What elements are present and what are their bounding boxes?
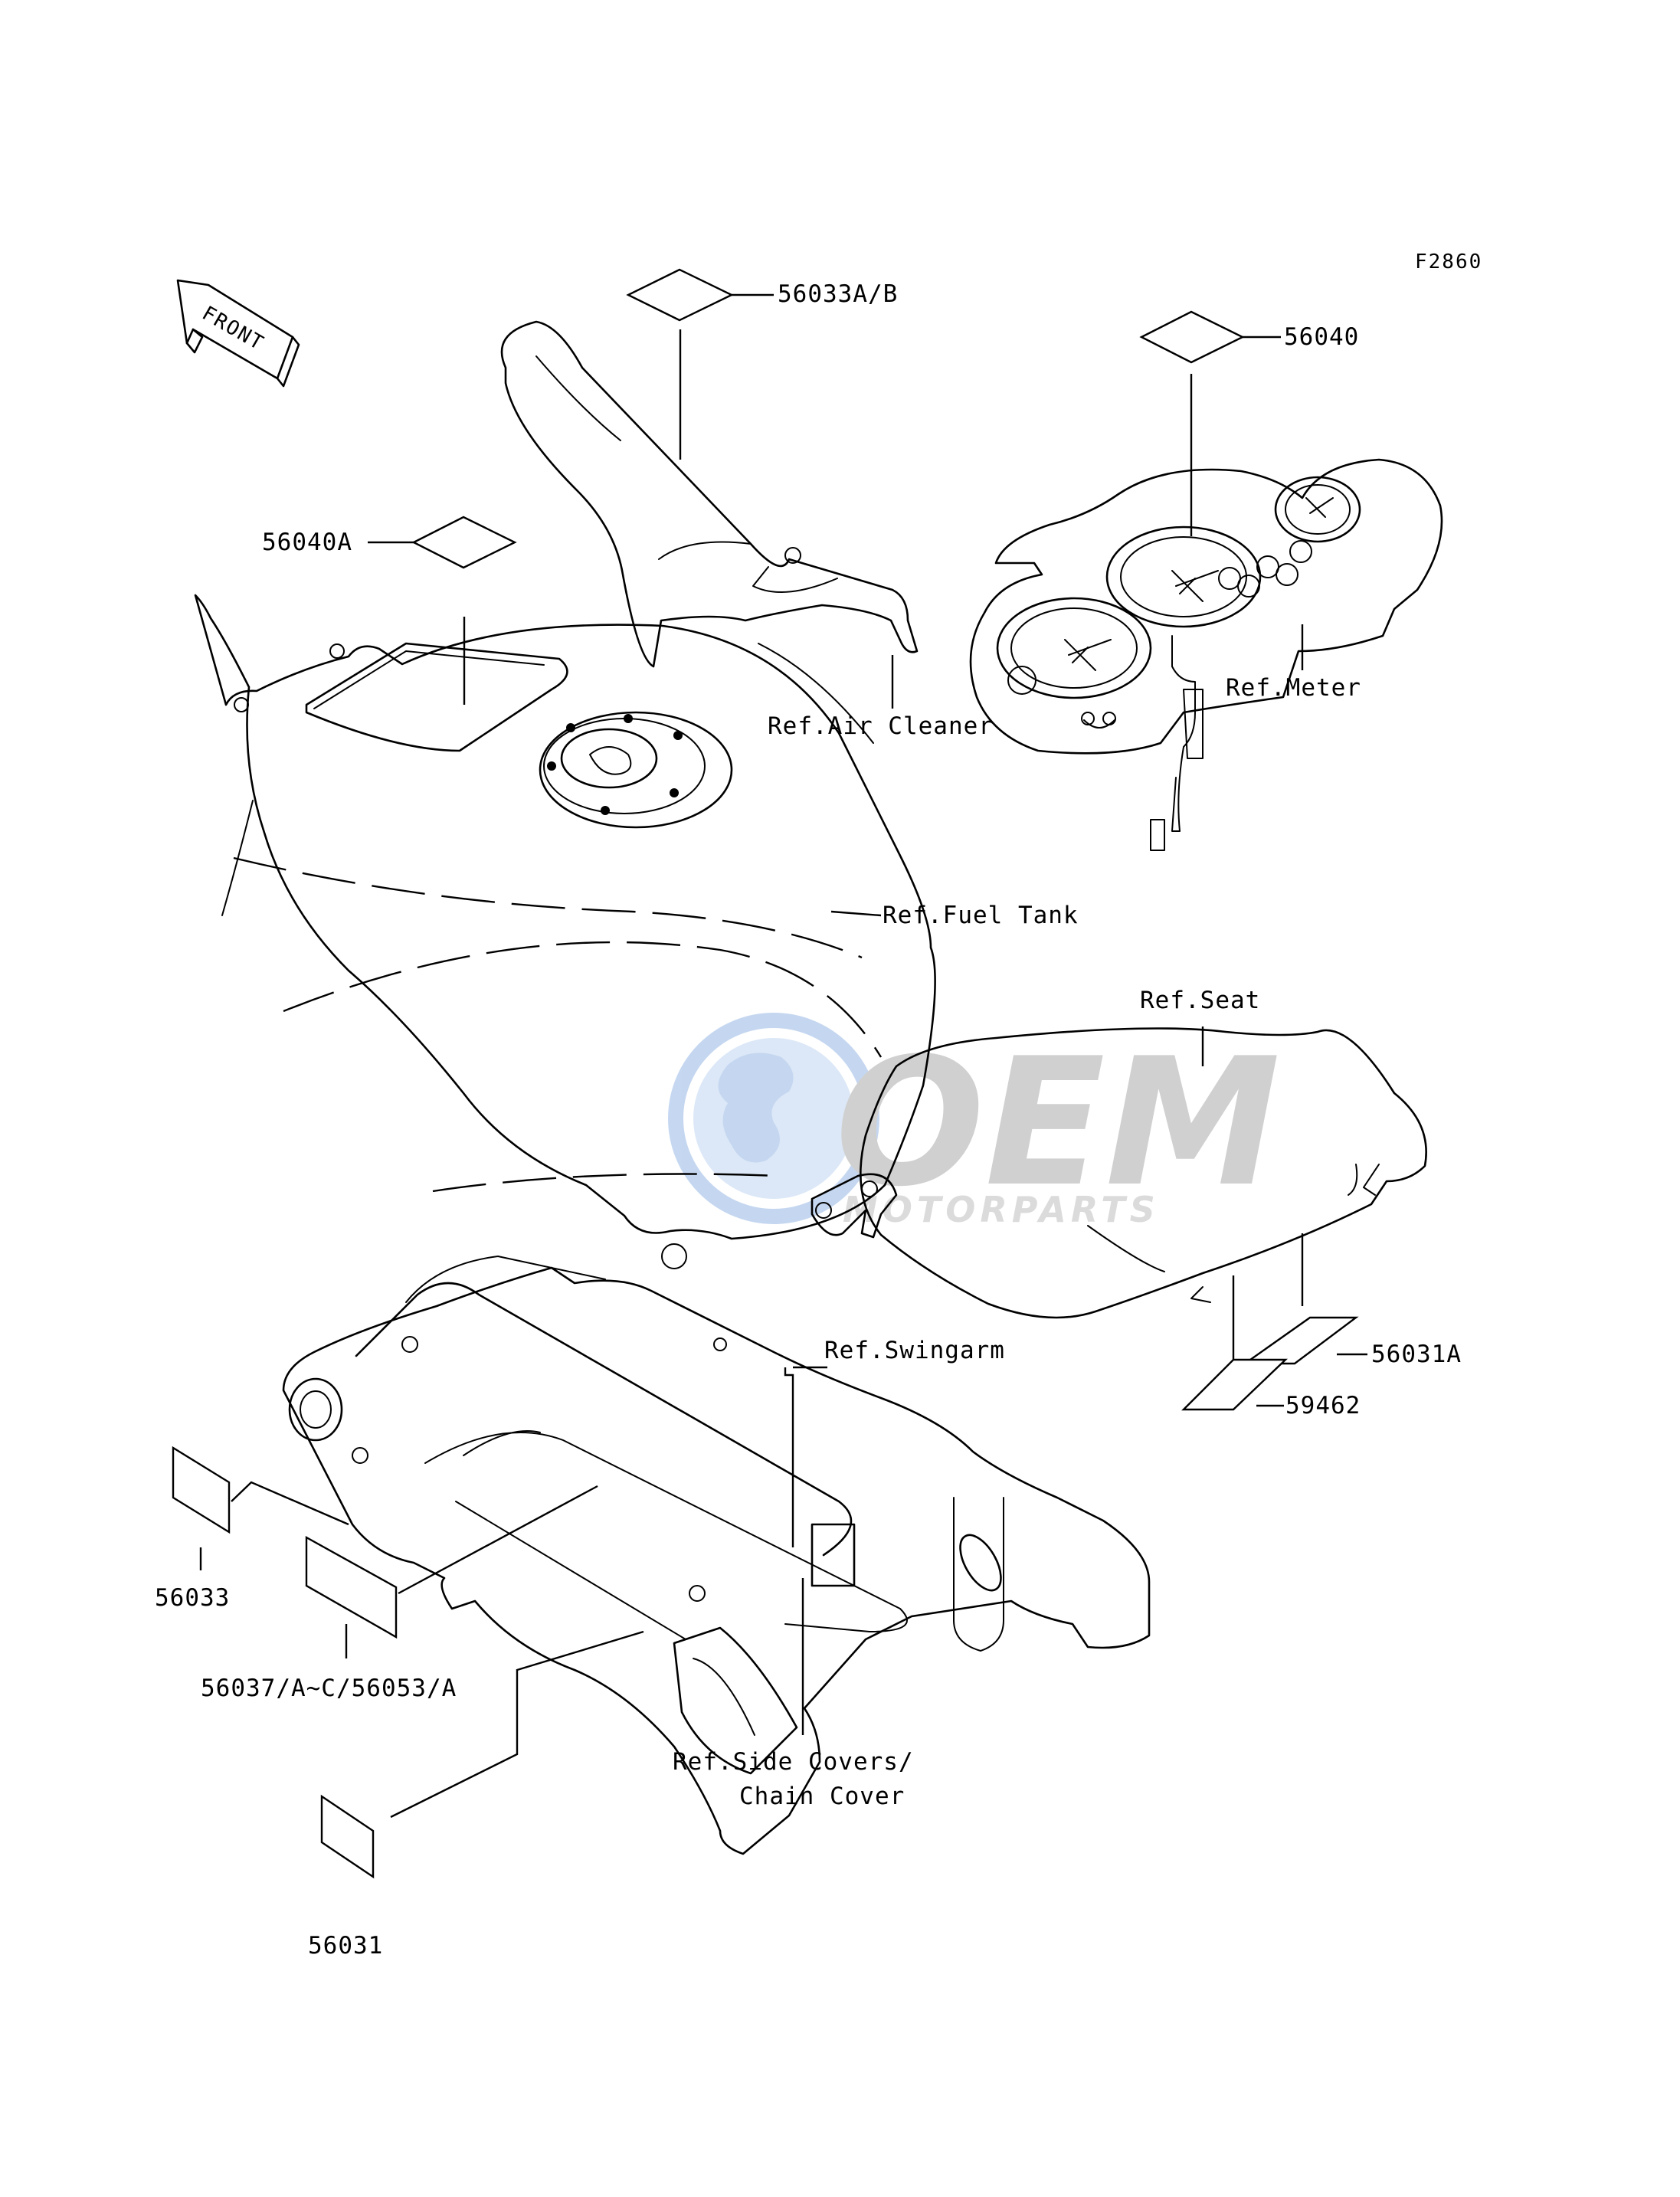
label-56037: 56037/A~C/56053/A	[201, 1675, 457, 1702]
ref-fuel-tank-label: Ref.Fuel Tank	[883, 902, 1079, 929]
callout-56033ab: 56033A/B	[626, 268, 898, 460]
callout-56031: 56031	[308, 1630, 644, 1960]
ref-side-covers-label-2: Chain Cover	[739, 1783, 905, 1810]
ref-air-cleaner-label: Ref.Air Cleaner	[768, 712, 994, 740]
label-56031a: 56031A	[1371, 1341, 1462, 1368]
ref-swingarm: Ref.Swingarm	[784, 1337, 1005, 1547]
label-56040a: 56040A	[262, 529, 352, 556]
front-arrow-label: FRONT	[198, 302, 268, 355]
callout-56040a: 56040A	[262, 516, 517, 705]
air-cleaner-cover	[500, 320, 919, 668]
ref-side-covers-label-1: Ref.Side Covers/	[673, 1748, 914, 1776]
ref-air-cleaner: Ref.Air Cleaner	[768, 655, 994, 740]
front-arrow-icon: FRONT	[176, 279, 300, 388]
swingarm	[282, 1256, 1151, 1855]
watermark-tagline: MOTORPARTS	[843, 1189, 1160, 1230]
oem-motorparts-watermark: OEM MOTORPARTS	[668, 1013, 1281, 1230]
fuel-tank	[194, 594, 936, 1269]
label-56033ab: 56033A/B	[778, 280, 898, 308]
callout-59462: 59462	[1181, 1275, 1361, 1419]
label-56040: 56040	[1284, 323, 1359, 351]
ref-meter-label: Ref.Meter	[1226, 674, 1361, 702]
instrument-meter	[969, 458, 1443, 851]
label-56033: 56033	[155, 1584, 230, 1612]
callout-56033: 56033	[155, 1446, 349, 1612]
callout-56037: 56037/A~C/56053/A	[201, 1485, 598, 1702]
ref-swingarm-label: Ref.Swingarm	[824, 1337, 1005, 1364]
ref-seat: Ref.Seat	[1140, 987, 1260, 1066]
ref-side-covers: Ref.Side Covers/ Chain Cover	[673, 1578, 914, 1810]
ref-fuel-tank: Ref.Fuel Tank	[830, 902, 1079, 929]
figure-code: F2860	[1415, 250, 1482, 273]
ref-seat-label: Ref.Seat	[1140, 987, 1260, 1014]
callout-56040: 56040	[1139, 310, 1359, 536]
callout-56031a: 56031A	[1242, 1233, 1462, 1368]
label-56031: 56031	[308, 1932, 383, 1960]
seat	[860, 1027, 1427, 1319]
label-59462: 59462	[1285, 1392, 1361, 1419]
ref-meter: Ref.Meter	[1226, 624, 1361, 702]
